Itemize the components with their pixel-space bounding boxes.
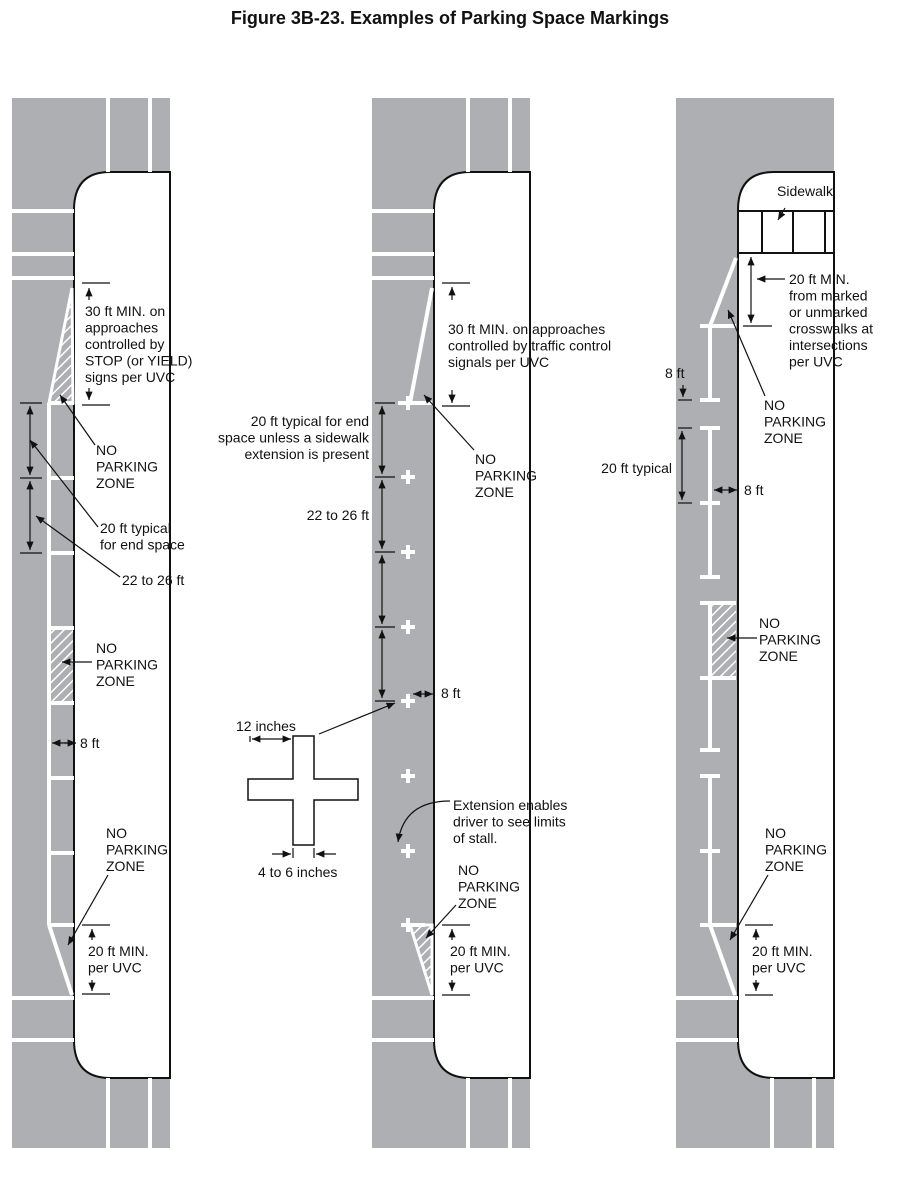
figure-title: Figure 3B-23. Examples of Parking Space … <box>231 8 669 28</box>
stall-lines <box>700 257 738 996</box>
dimensions <box>678 207 786 996</box>
stall-length-label: 20 ft typical <box>601 460 672 476</box>
width-label: 8 ft <box>80 735 100 751</box>
sidewalk-label: Sidewalk <box>777 183 834 199</box>
cross-width-label: 4 to 6 inches <box>258 864 337 880</box>
width-label: 8 ft <box>744 482 764 498</box>
dimensions <box>249 282 475 996</box>
stall-length-label: 22 to 26 ft <box>307 507 369 523</box>
cross-marking-detail <box>247 735 359 846</box>
width-label: 8 ft <box>441 685 461 701</box>
sidewalk-crosswalk <box>738 210 834 254</box>
bottom-note: 20 ft MIN.per UVC <box>752 943 813 976</box>
stall-length-label: 22 to 26 ft <box>122 572 184 588</box>
crosswalk-markings <box>372 98 512 1148</box>
cross-size-label: 12 inches <box>236 718 296 734</box>
bottom-note: 20 ft MIN.per UVC <box>88 943 149 976</box>
crosswalk-markings <box>12 98 152 1148</box>
bottom-note: 20 ft MIN.per UVC <box>450 943 511 976</box>
no-parking-hatch <box>710 603 736 678</box>
stall-lines <box>47 401 74 996</box>
crosswalk-markings <box>676 996 816 1148</box>
gap-label: 8 ft <box>665 365 685 381</box>
dimensions <box>20 282 121 995</box>
no-parking-hatch <box>49 628 73 703</box>
stall-crosses <box>401 396 425 932</box>
